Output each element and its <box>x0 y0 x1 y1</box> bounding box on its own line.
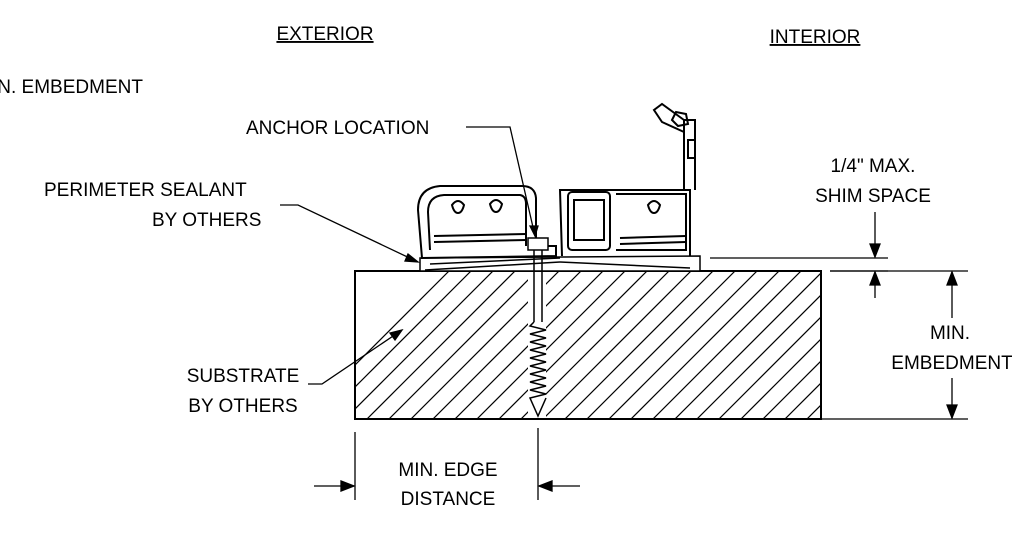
substrate-leader <box>308 328 404 385</box>
hatch-line <box>718 316 821 419</box>
interior-label: INTERIOR <box>770 27 861 48</box>
anchor-location-leader <box>466 126 539 238</box>
edge-distance-label-line1: MIN. EDGE <box>398 460 497 481</box>
substrate-label-line2: BY OTHERS <box>188 396 297 417</box>
shim-space <box>419 255 701 272</box>
shim-space-label-line2: SHIM SPACE <box>815 186 931 207</box>
exterior-label: EXTERIOR <box>276 24 373 45</box>
hatch-line <box>894 270 1012 420</box>
shim-space-label-line1: 1/4" MAX. <box>831 156 916 177</box>
hatch-line <box>586 271 736 419</box>
embedment-dimension <box>553 270 968 420</box>
anchor-location-label: ANCHOR LOCATION <box>246 118 429 139</box>
hatch-line <box>740 338 821 419</box>
substrate-block <box>354 270 1012 420</box>
hatch-line <box>872 270 1012 420</box>
edge-distance-dimension <box>314 428 580 500</box>
hatch-line <box>366 271 516 419</box>
hatch-line <box>432 271 582 419</box>
substrate-label-line1: SUBSTRATE <box>187 366 300 387</box>
shim-dimension <box>710 212 888 298</box>
hatch-line <box>355 271 494 410</box>
sealant-leader <box>280 204 421 263</box>
hatch-line <box>850 270 1000 420</box>
min-embedment-label-line1: MIN. <box>930 323 970 344</box>
anchor-screw <box>527 237 549 418</box>
edge-distance-label-line2: DISTANCE <box>401 489 496 510</box>
hatch-line <box>784 382 821 419</box>
hatch-line <box>674 272 821 419</box>
hatch-line <box>806 404 821 419</box>
hatch-line <box>355 271 472 388</box>
hatch-line <box>498 271 648 419</box>
frame-extrusion <box>416 102 696 260</box>
hatch-line <box>355 271 450 366</box>
hatch-line <box>828 270 978 420</box>
hatch-line <box>696 294 821 419</box>
min-embedment-label-top: IN. EMBEDMENT <box>0 77 143 98</box>
hatch-line <box>476 271 626 419</box>
hatch-line <box>630 271 780 419</box>
perimeter-sealant-label-line1: PERIMETER SEALANT <box>44 180 247 201</box>
hatch-line <box>542 271 692 419</box>
perimeter-sealant-label-line2: BY OTHERS <box>152 210 261 231</box>
hatch-line <box>652 271 802 419</box>
hatch-line <box>564 271 714 419</box>
hatch-line <box>388 271 538 419</box>
hatch-line <box>608 271 758 419</box>
hatch-line <box>762 360 821 419</box>
min-embedment-label-line2: EMBEDMENT <box>891 353 1012 374</box>
